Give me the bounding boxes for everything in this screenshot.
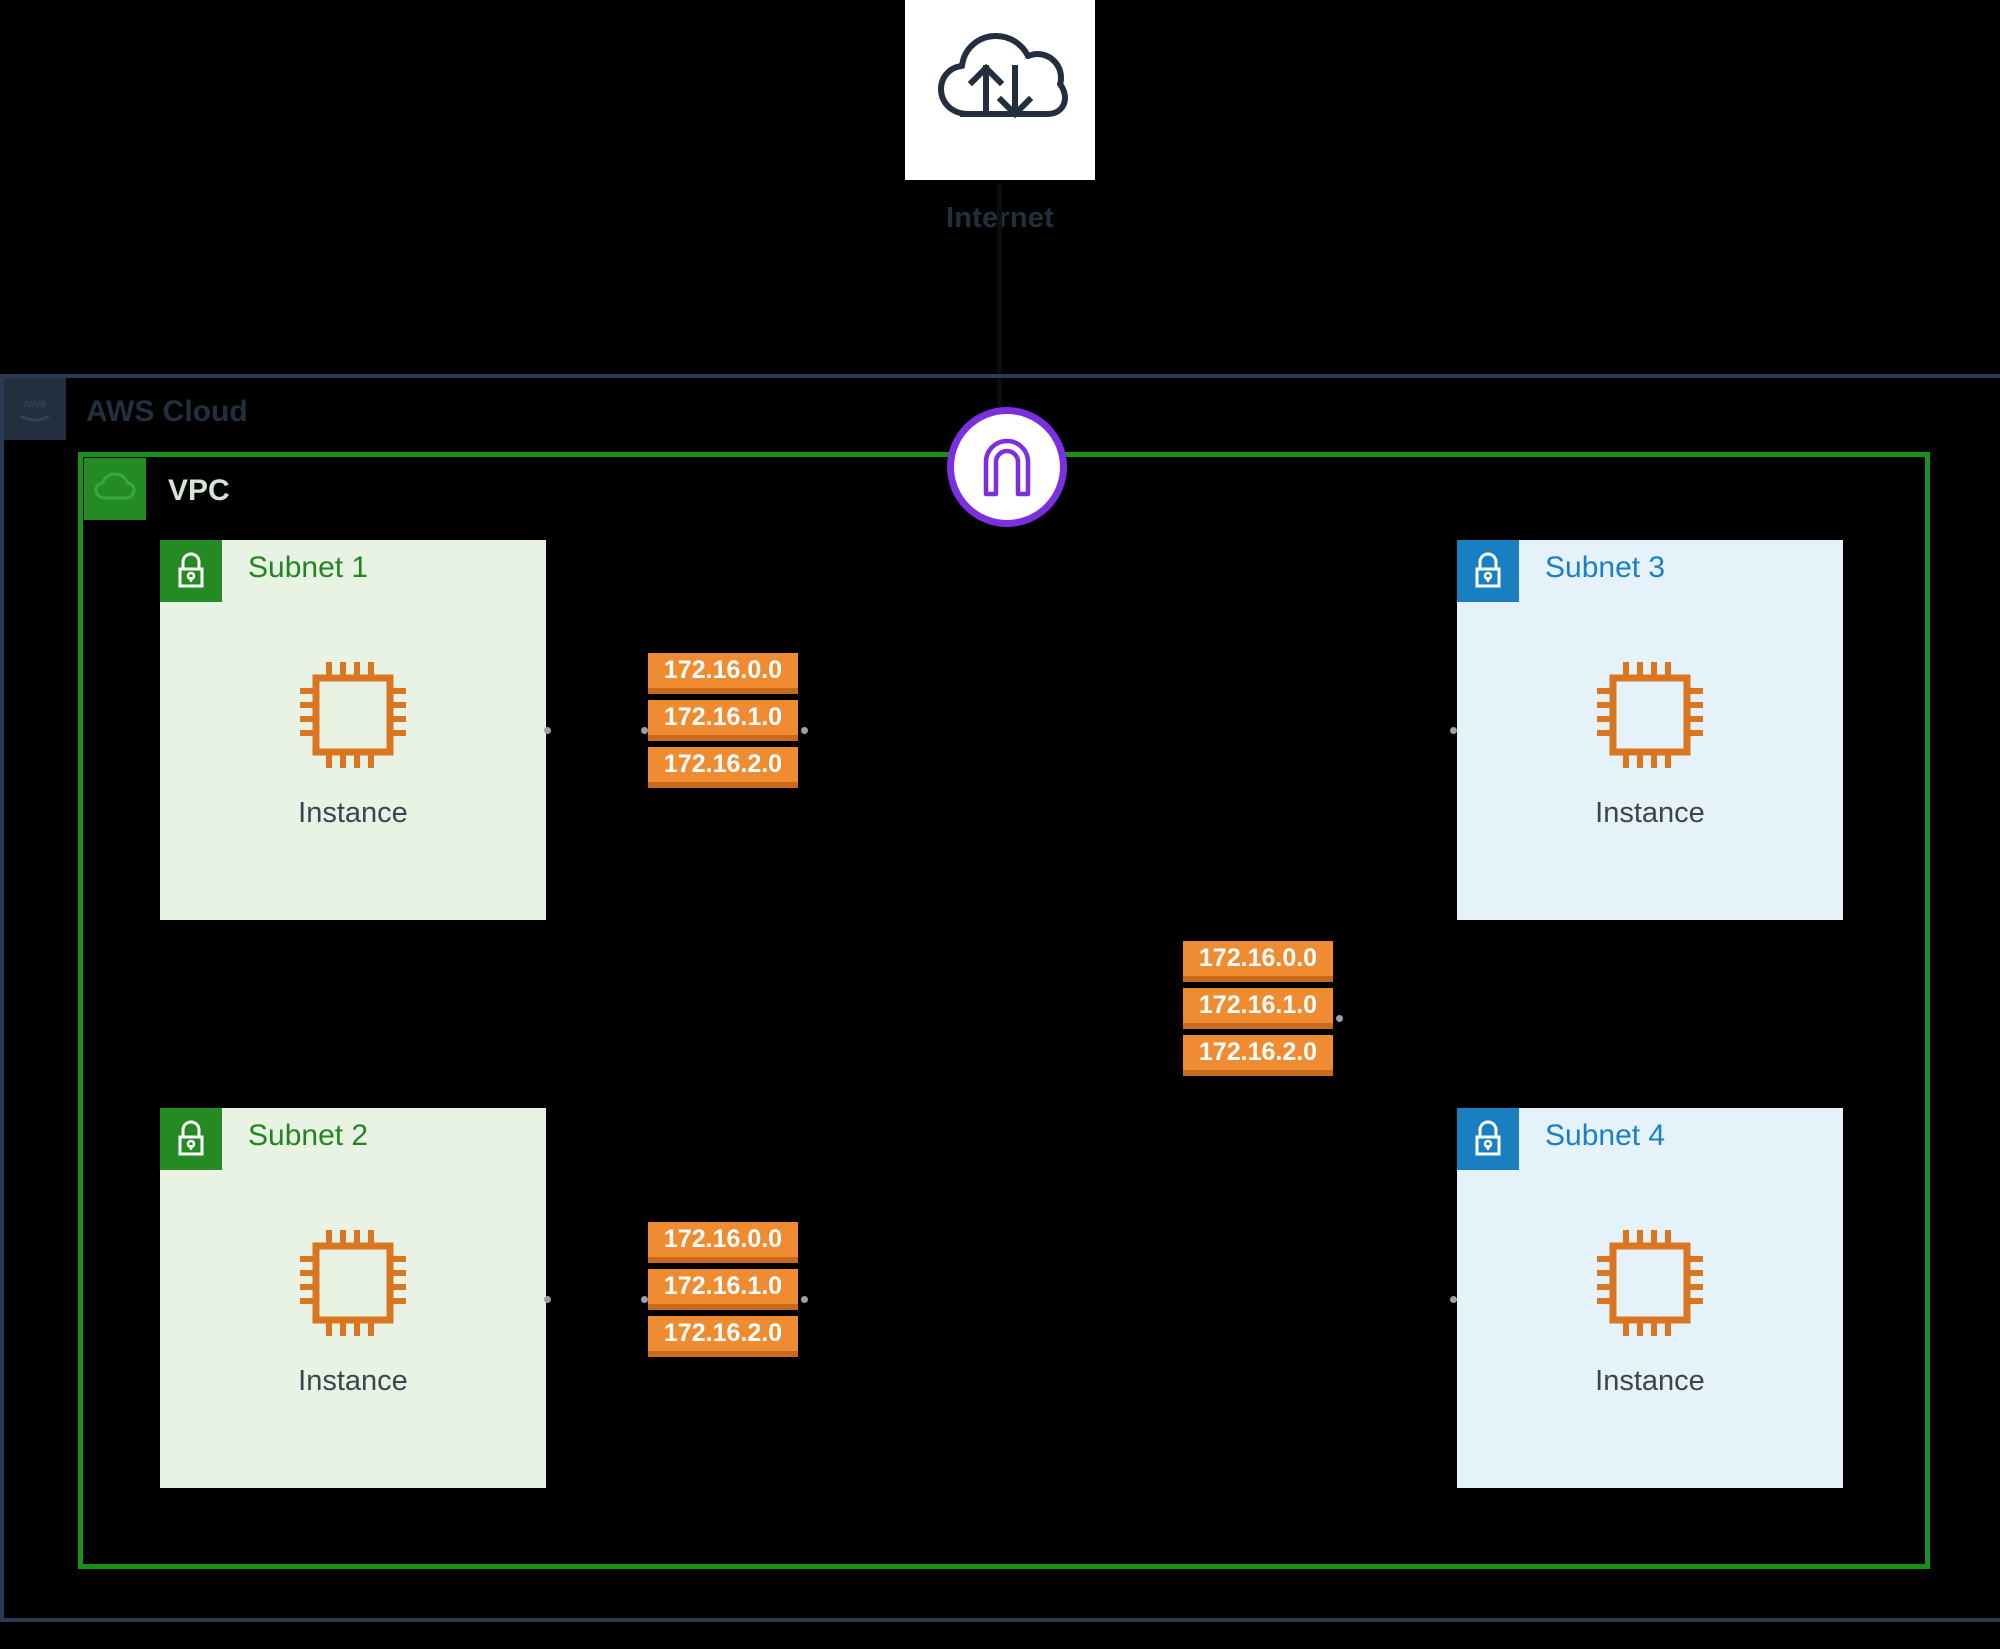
route-label: 172.16.1.0 — [648, 700, 798, 741]
connector-dot — [641, 1296, 648, 1303]
connector-dot — [544, 727, 551, 734]
subnet-header: Subnet 2 — [160, 1108, 368, 1170]
subnet-header: Subnet 4 — [1457, 1108, 1665, 1170]
instance-chip-icon — [1597, 1230, 1703, 1336]
svg-text:aws: aws — [24, 396, 47, 410]
route-label: 172.16.2.0 — [648, 1316, 798, 1357]
connector-dot — [801, 1296, 808, 1303]
igw-arch-glyph — [983, 438, 1031, 497]
instance-chip-icon — [1597, 662, 1703, 768]
subnet-box-subnet-4[interactable]: Subnet 4 Instance — [1457, 1108, 1843, 1488]
instance-label: Instance — [298, 797, 408, 829]
route-label: 172.16.2.0 — [1183, 1035, 1333, 1076]
internet-icon-box — [905, 0, 1095, 180]
route-label: 172.16.0.0 — [1183, 941, 1333, 982]
aws-cloud-title: AWS Cloud — [86, 395, 248, 428]
instance-node[interactable]: Instance — [1457, 1218, 1843, 1398]
instance-chip-icon — [300, 662, 406, 768]
route-label: 172.16.0.0 — [648, 653, 798, 694]
internet-gateway-icon[interactable] — [947, 407, 1067, 527]
aws-logo-icon: aws — [20, 396, 50, 422]
lock-glyph — [178, 552, 204, 588]
instance-node[interactable]: Instance — [1457, 650, 1843, 830]
instance-node[interactable]: Instance — [160, 1218, 546, 1398]
lock-glyph — [1475, 1120, 1501, 1156]
connector-dot — [544, 1296, 551, 1303]
lock-icon — [1457, 1108, 1519, 1170]
lock-glyph — [178, 1120, 204, 1156]
instance-node[interactable]: Instance — [160, 650, 546, 830]
connector-dot — [801, 727, 808, 734]
aws-cloud-icon: aws — [4, 378, 66, 440]
vpc-icon — [84, 458, 146, 520]
subnet-header: Subnet 1 — [160, 540, 368, 602]
subnet-title: Subnet 1 — [248, 551, 369, 584]
subnet-box-subnet-3[interactable]: Subnet 3 Instance — [1457, 540, 1843, 920]
subnet-header: Subnet 3 — [1457, 540, 1665, 602]
route-label: 172.16.1.0 — [648, 1269, 798, 1310]
route-label-group-top-left: 172.16.0.0 172.16.1.0 172.16.2.0 — [648, 653, 798, 794]
lock-icon — [1457, 540, 1519, 602]
route-label-group-bottom-left: 172.16.0.0 172.16.1.0 172.16.2.0 — [648, 1222, 798, 1363]
subnet-box-subnet-1[interactable]: Subnet 1 Instance — [160, 540, 546, 920]
vpc-title: VPC — [168, 474, 230, 507]
lock-icon — [160, 540, 222, 602]
instance-chip-icon — [300, 1230, 406, 1336]
cloud-upload-download-icon — [937, 33, 1068, 119]
instance-label: Instance — [1595, 1365, 1705, 1397]
route-label-group-middle: 172.16.0.0 172.16.1.0 172.16.2.0 — [1183, 941, 1333, 1082]
subnet-title: Subnet 3 — [1545, 551, 1666, 584]
route-label: 172.16.2.0 — [648, 747, 798, 788]
route-label: 172.16.1.0 — [1183, 988, 1333, 1029]
connector-dot — [641, 727, 648, 734]
lock-glyph — [1475, 552, 1501, 588]
vpc-cloud-icon — [94, 472, 136, 500]
connector-internet-to-igw — [997, 185, 1002, 465]
instance-label: Instance — [1595, 797, 1705, 829]
connector-dot — [1450, 727, 1457, 734]
aws-cloud-container — [0, 374, 2000, 1622]
lock-icon — [160, 1108, 222, 1170]
internet-node — [905, 0, 1095, 185]
subnet-title: Subnet 4 — [1545, 1119, 1666, 1152]
subnet-box-subnet-2[interactable]: Subnet 2 Instance — [160, 1108, 546, 1488]
connector-dot — [1450, 1296, 1457, 1303]
instance-label: Instance — [298, 1365, 408, 1397]
subnet-title: Subnet 2 — [248, 1119, 369, 1152]
route-label: 172.16.0.0 — [648, 1222, 798, 1263]
connector-dot — [1336, 1015, 1343, 1022]
